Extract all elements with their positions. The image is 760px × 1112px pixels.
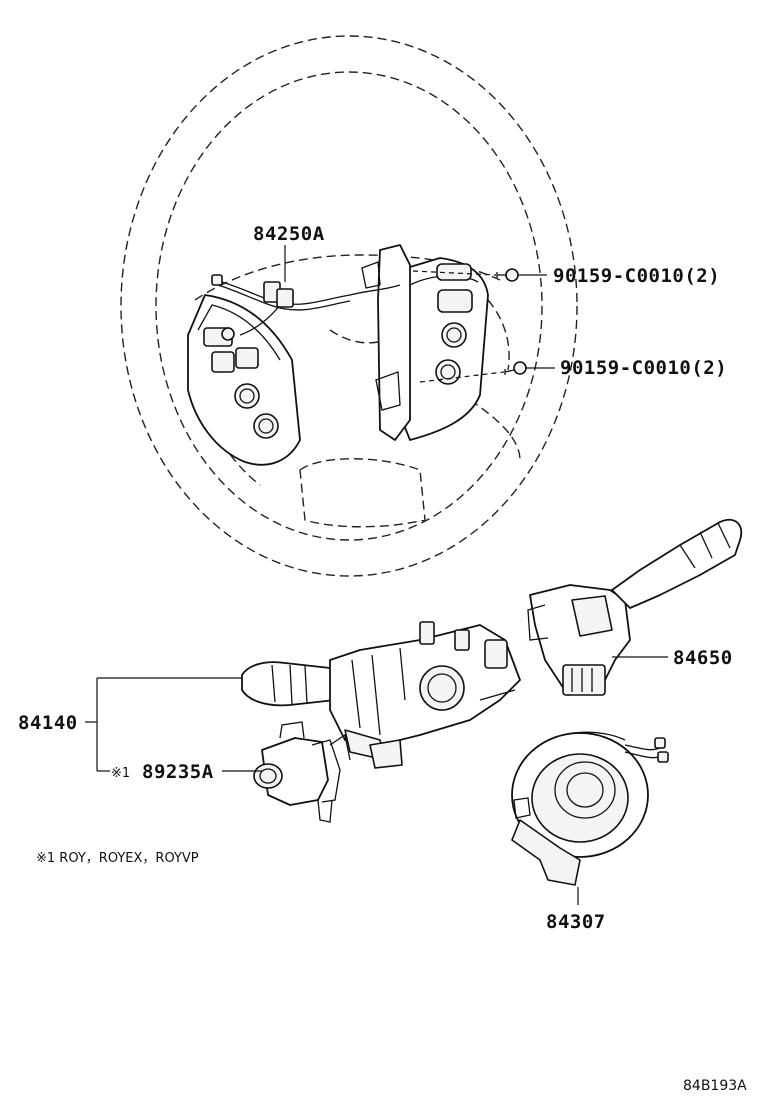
screw-upper bbox=[496, 268, 519, 282]
combination-switch-assembly bbox=[241, 621, 521, 769]
label-89235A: 89235A bbox=[142, 761, 214, 783]
label-90159-upper: 90159-C0010(2) bbox=[553, 265, 720, 287]
left-steering-switch bbox=[187, 294, 301, 466]
right-steering-switch bbox=[361, 244, 489, 441]
label-84307: 84307 bbox=[546, 911, 606, 933]
label-84250A: 84250A bbox=[253, 223, 325, 245]
illustration-code: 84B193A bbox=[683, 1078, 747, 1094]
switch-89235A bbox=[253, 721, 351, 823]
label-89235A-mark: ※1 bbox=[111, 766, 130, 781]
label-90159-lower: 90159-C0010(2) bbox=[560, 357, 727, 379]
label-84650: 84650 bbox=[673, 647, 733, 669]
label-84140: 84140 bbox=[18, 712, 78, 734]
spiral-cable-84307 bbox=[511, 731, 669, 886]
leader-lines bbox=[85, 245, 668, 905]
footnote: ※1 ROY，ROYEX，ROYVP bbox=[36, 851, 199, 866]
lever-switch-84650 bbox=[527, 518, 743, 696]
steering-wheel-outline bbox=[120, 35, 578, 577]
screw-lower bbox=[504, 361, 527, 375]
wire-harness-84250A bbox=[211, 274, 401, 336]
